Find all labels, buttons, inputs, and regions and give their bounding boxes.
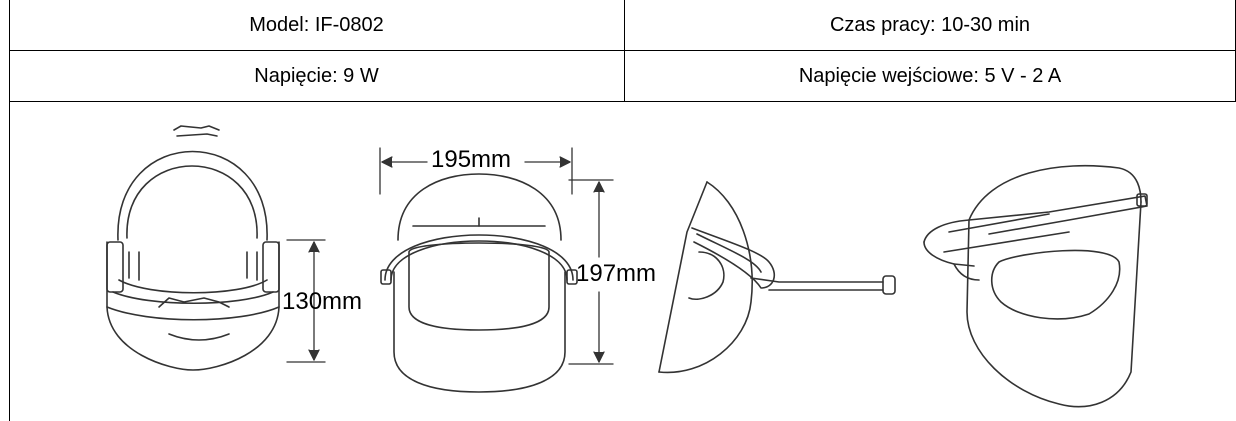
- perspective-view-icon: [923, 164, 1148, 408]
- spec-row-1: Model: IF-0802 Czas pracy: 10-30 min: [9, 0, 1236, 51]
- spec-row-2: Napięcie: 9 W Napięcie wejściowe: 5 V - …: [9, 51, 1236, 102]
- work-time-cell: Czas pracy: 10-30 min: [829, 14, 1031, 36]
- product-drawing: 195mm 197mm 130mm: [9, 102, 1236, 421]
- front-view-icon: [380, 173, 578, 393]
- height-dimension: [568, 179, 614, 365]
- depth-dimension: [286, 239, 326, 363]
- width-dimension: [379, 147, 573, 195]
- width-dimension-label: 195mm: [431, 146, 512, 173]
- top-view-icon: [106, 125, 280, 371]
- input-voltage-cell: Napięcie wejściowe: 5 V - 2 A: [798, 65, 1062, 87]
- side-view-icon: [658, 181, 896, 374]
- height-dimension-label: 197mm: [576, 260, 657, 287]
- power-cell: Napięcie: 9 W: [254, 65, 379, 87]
- spec-table: Model: IF-0802 Czas pracy: 10-30 min Nap…: [9, 0, 1236, 421]
- model-cell: Model: IF-0802: [249, 14, 384, 36]
- mask-line-drawings: [106, 125, 1148, 408]
- depth-dimension-label: 130mm: [282, 288, 363, 315]
